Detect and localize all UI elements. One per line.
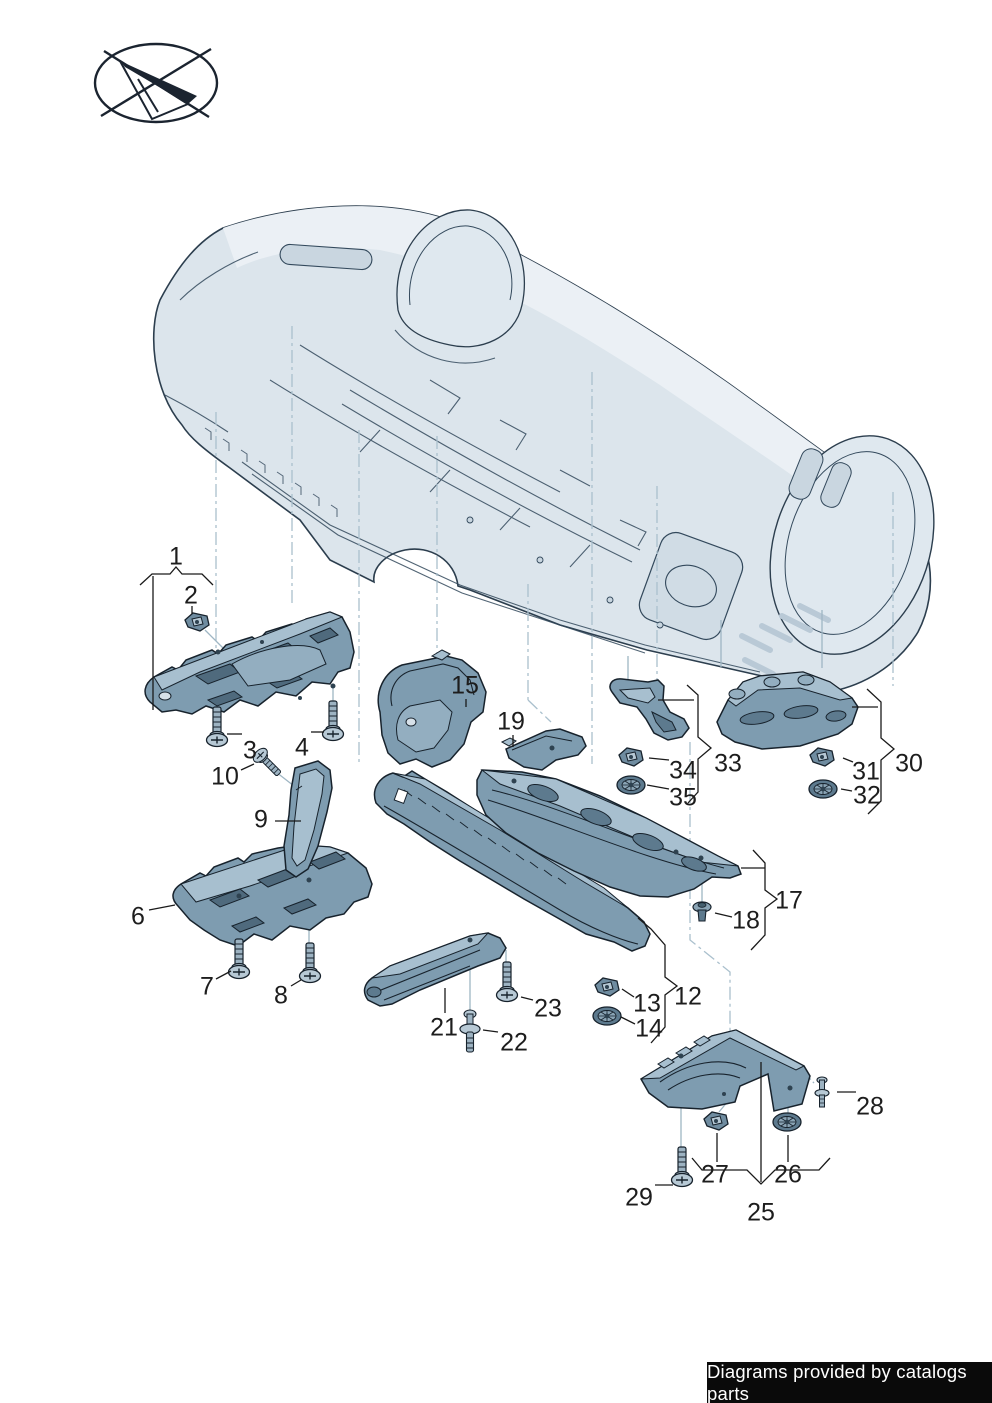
part-9-support-bracket	[283, 760, 333, 878]
footer-credit-bar: Diagrams provided by catalogs parts	[707, 1360, 992, 1403]
screw-8	[298, 942, 322, 984]
screw-3	[205, 706, 229, 748]
clip-13	[594, 977, 620, 997]
clip-31	[809, 747, 835, 767]
part-21-tunnel-cover	[363, 932, 507, 1007]
rivet-22	[459, 1009, 481, 1053]
clip-2	[184, 612, 210, 632]
car-underbody-drawing	[152, 205, 935, 691]
part-30-rear-underbody-panel	[716, 671, 859, 750]
part-6-underbody-skid-plate	[172, 844, 373, 947]
part-15-wheel-arch-trim	[377, 649, 487, 768]
clip-27	[703, 1111, 729, 1131]
screw-29	[670, 1146, 694, 1188]
callout-leader-lines	[139, 566, 896, 1186]
part-33-air-guide-bracket	[609, 678, 690, 741]
part-25-rear-trim-panel	[639, 1029, 811, 1112]
part-1-engine-skid-plate	[144, 611, 355, 715]
stud-28	[814, 1076, 830, 1108]
grommet-26	[772, 1112, 802, 1132]
crossed-paper-plane-logo	[93, 42, 219, 124]
grommet-14	[592, 1006, 622, 1026]
grommet-35	[616, 775, 646, 795]
part-19-trim-panel	[500, 728, 587, 771]
grommet-32	[808, 779, 838, 799]
screw-23	[495, 961, 519, 1003]
footer-credit-text: Diagrams provided by catalogs parts	[707, 1360, 967, 1403]
screw-4	[321, 700, 345, 742]
clip-34	[618, 747, 644, 767]
pin-18	[692, 901, 712, 922]
fasteners	[184, 612, 838, 1188]
part-17-underbody-panel	[476, 769, 742, 898]
screw-7	[227, 938, 251, 980]
